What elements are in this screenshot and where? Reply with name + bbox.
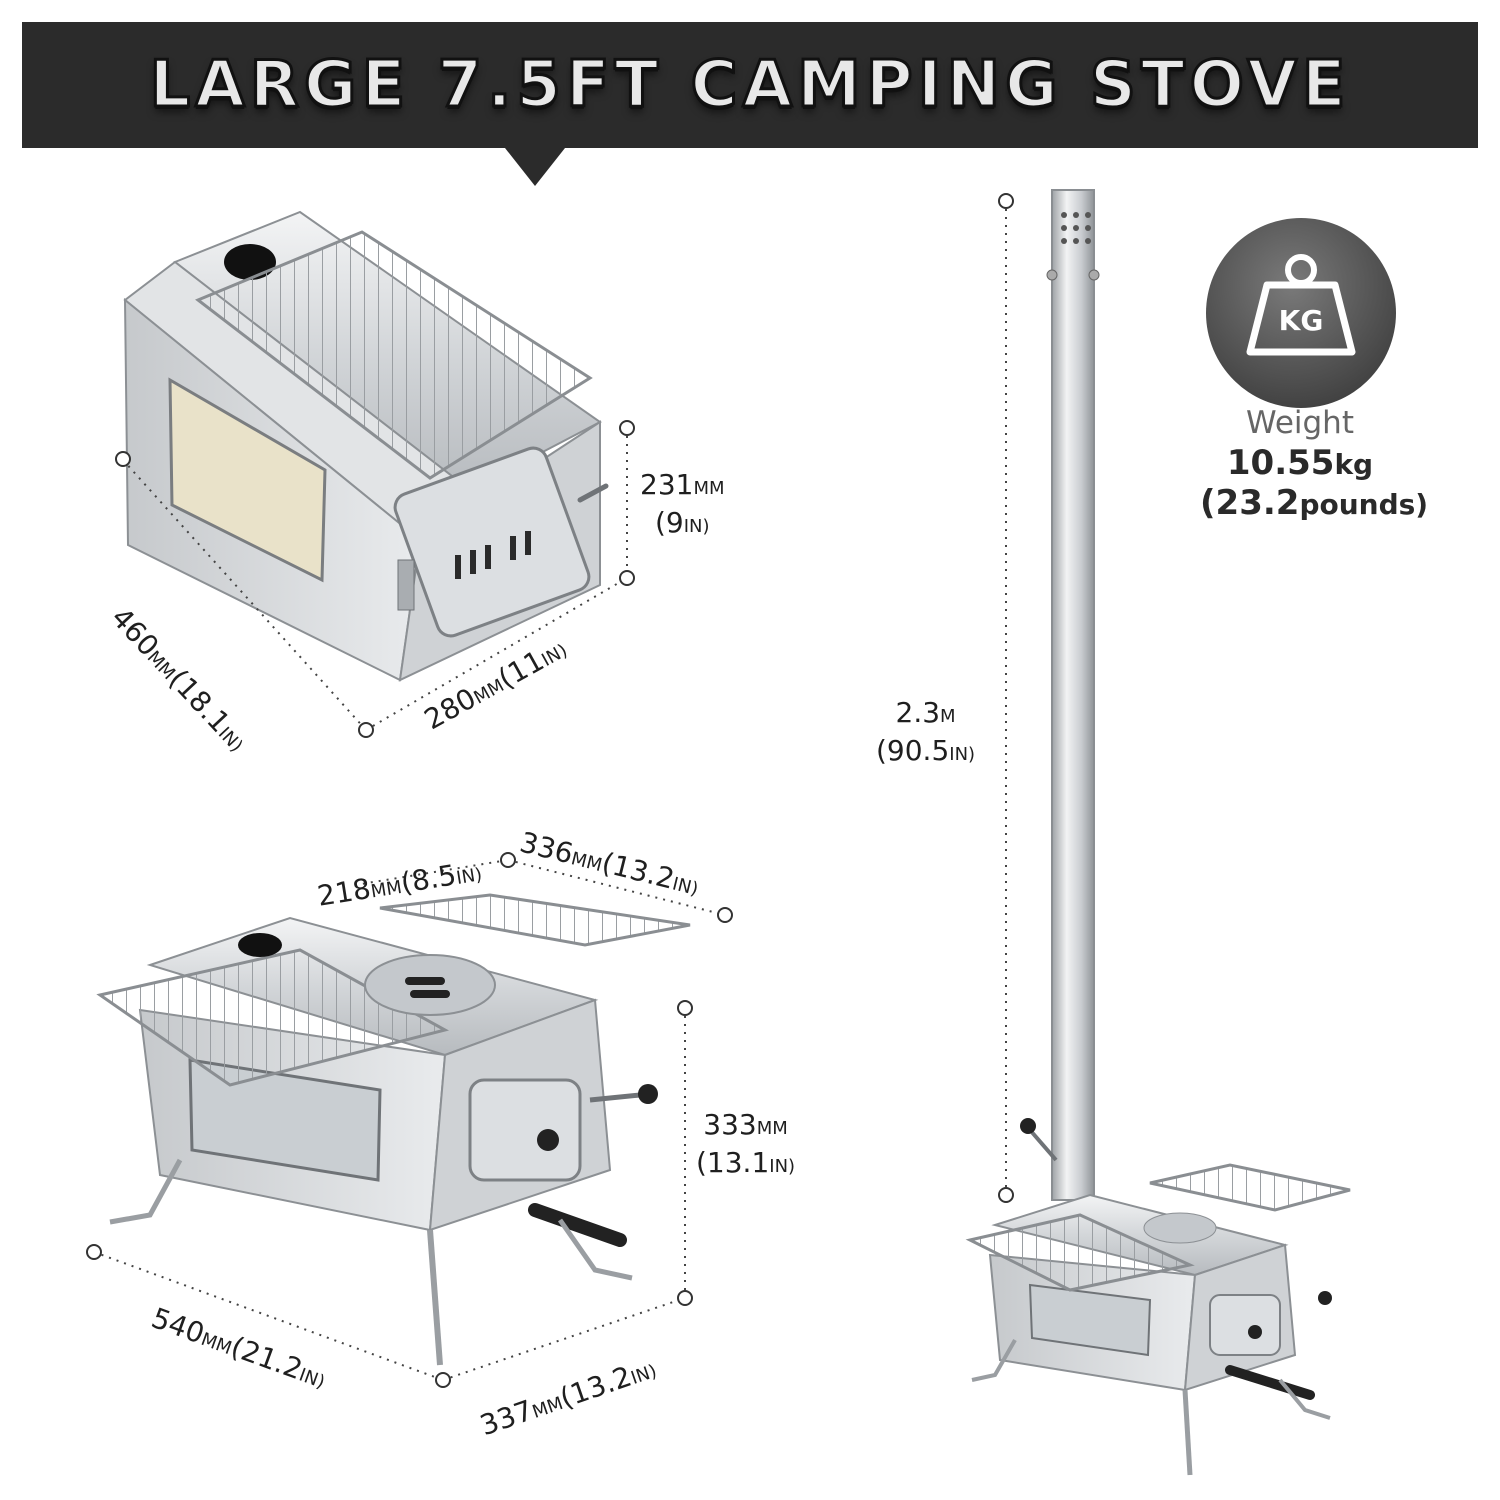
weight-icon: KG bbox=[1206, 218, 1396, 408]
dim-front-height: 333MM (13.1IN) bbox=[696, 1108, 796, 1179]
dimension-endpoints-front bbox=[86, 852, 733, 1388]
banner-pointer bbox=[505, 148, 565, 186]
dim-pipe-height: 2.3M (90.5IN) bbox=[876, 696, 976, 767]
dimension-lines-front bbox=[93, 859, 726, 1381]
stove-front-view bbox=[96, 893, 691, 1366]
weight-pounds: (23.2pounds) bbox=[1200, 483, 1429, 523]
dim-top-height: 231MM (9IN) bbox=[640, 468, 725, 539]
dimension-endpoints-top bbox=[115, 420, 635, 738]
dimension-line-pipe bbox=[998, 193, 1014, 1203]
banner-title: LARGE 7.5FT CAMPING STOVE bbox=[148, 47, 1351, 124]
weight-kg: 10.55kg bbox=[1226, 443, 1374, 483]
stove-top-view bbox=[123, 210, 609, 682]
weight-info: Weight 10.55kg (23.2pounds) bbox=[1200, 405, 1429, 523]
dimension-lines-top bbox=[122, 428, 628, 731]
weight-label: Weight bbox=[1245, 405, 1354, 441]
stove-with-chimney bbox=[965, 189, 1351, 1476]
title-banner: LARGE 7.5FT CAMPING STOVE bbox=[22, 22, 1478, 148]
weight-badge-text: KG bbox=[1279, 304, 1324, 337]
